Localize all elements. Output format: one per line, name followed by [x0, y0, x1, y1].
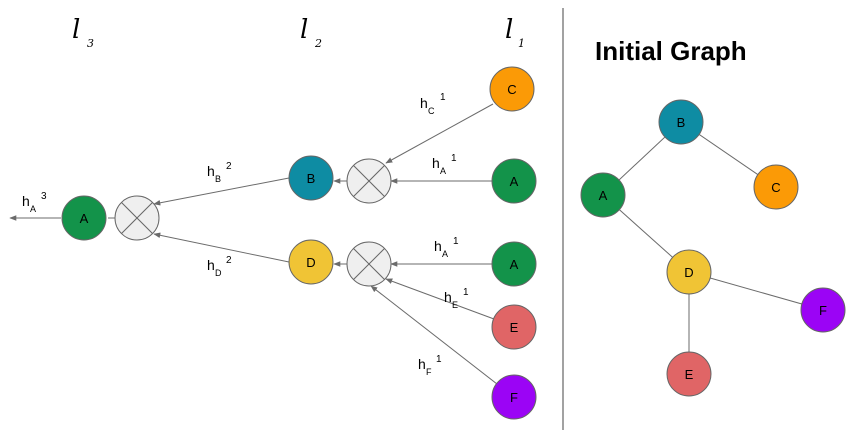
layer2-node-b: B: [288, 155, 334, 201]
svg-text:h: h: [418, 356, 426, 372]
layer1-node-a: A: [491, 241, 537, 287]
svg-text:F: F: [426, 367, 432, 377]
svg-text:1: 1: [451, 153, 457, 164]
svg-text:h: h: [420, 95, 428, 111]
svg-text:1: 1: [453, 236, 459, 247]
svg-text:1: 1: [440, 92, 446, 103]
message-label-h-a-1: h A 1: [434, 236, 459, 259]
svg-text:D: D: [306, 255, 315, 270]
svg-text:l: l: [300, 15, 308, 45]
layer1-node-c: C: [489, 66, 535, 112]
svg-text:E: E: [510, 320, 519, 335]
message-label-h-a-3: h A 3: [22, 191, 47, 214]
svg-text:A: A: [440, 166, 446, 176]
svg-text:A: A: [599, 188, 608, 203]
svg-text:2: 2: [226, 255, 232, 266]
svg-text:A: A: [80, 211, 89, 226]
svg-text:A: A: [30, 204, 36, 214]
svg-text:1: 1: [518, 37, 525, 50]
message-label-h-f-1: h F 1: [418, 354, 442, 377]
layer1-node-a: A: [491, 158, 537, 204]
svg-text:E: E: [685, 367, 694, 382]
graph-edge-d-f: [688, 271, 824, 311]
layer-label-3: l 3: [72, 15, 94, 50]
graph-node-b: B: [658, 99, 704, 145]
layer2-node-d: D: [288, 239, 334, 285]
svg-text:B: B: [307, 171, 316, 186]
aggregator-d: [346, 241, 392, 287]
graph-node-f: F: [800, 287, 846, 333]
svg-text:h: h: [432, 155, 440, 171]
layer-label-2: l 2: [300, 15, 322, 50]
svg-text:C: C: [428, 106, 435, 116]
graph-node-e: E: [666, 351, 712, 397]
svg-text:3: 3: [41, 191, 47, 202]
aggregator-b: [346, 158, 392, 204]
svg-text:C: C: [771, 180, 780, 195]
message-label-h-a-1: h A 1: [432, 153, 457, 176]
svg-text:F: F: [510, 390, 518, 405]
svg-text:l: l: [72, 15, 80, 45]
message-label-h-b-2: h B 2: [207, 161, 232, 184]
svg-text:D: D: [684, 265, 693, 280]
svg-text:h: h: [22, 193, 30, 209]
graph-node-d: D: [666, 249, 712, 295]
edge-e-to-agg-d: [385, 278, 495, 320]
svg-text:A: A: [442, 249, 448, 259]
svg-text:D: D: [215, 268, 222, 278]
edge-d-to-agg-a: [153, 232, 290, 263]
layer-label-1: l 1: [505, 15, 525, 50]
graph-node-a: A: [580, 172, 626, 218]
edge-f-to-agg-d: [370, 285, 498, 385]
graph-node-c: C: [753, 164, 799, 210]
svg-text:3: 3: [87, 37, 94, 50]
layer3-node-a: A: [61, 195, 107, 241]
svg-text:1: 1: [436, 354, 442, 365]
layer1-node-f: F: [491, 374, 537, 420]
svg-text:E: E: [452, 300, 458, 310]
svg-text:h: h: [434, 238, 442, 254]
message-label-h-c-1: h C 1: [420, 92, 446, 116]
message-label-h-e-1: h E 1: [444, 287, 469, 310]
graph-title: Initial Graph: [595, 36, 747, 66]
svg-text:1: 1: [463, 287, 469, 298]
svg-text:A: A: [510, 257, 519, 272]
svg-text:B: B: [677, 115, 686, 130]
edge-c-to-agg-b: [385, 103, 494, 164]
svg-text:l: l: [505, 15, 513, 45]
svg-text:2: 2: [226, 161, 232, 172]
aggregator-a: [114, 195, 160, 241]
svg-text:h: h: [207, 257, 215, 273]
svg-text:C: C: [507, 82, 516, 97]
layer1-node-e: E: [491, 304, 537, 350]
svg-text:B: B: [215, 174, 221, 184]
message-label-h-d-2: h D 2: [207, 255, 232, 278]
svg-text:F: F: [819, 303, 827, 318]
svg-text:A: A: [510, 174, 519, 189]
svg-text:2: 2: [314, 37, 322, 50]
svg-text:h: h: [444, 289, 452, 305]
svg-text:h: h: [207, 163, 215, 179]
edge-b-to-agg-a: [153, 177, 290, 206]
